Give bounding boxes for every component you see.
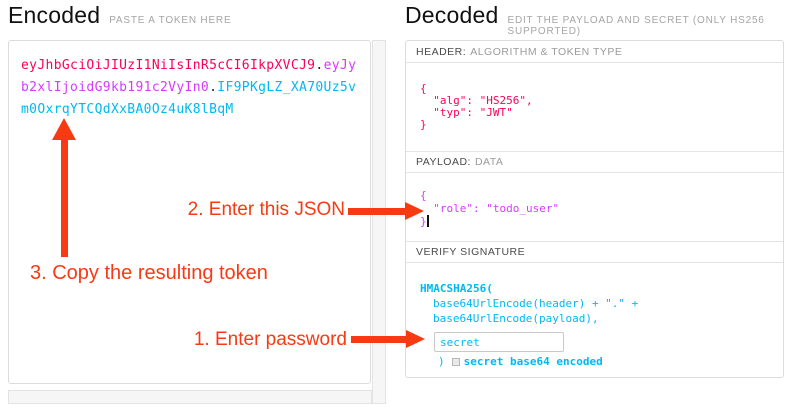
payload-json-editor[interactable]: { "role": "todo_user"} [420,189,560,228]
arrow-to-payload-head-icon [405,202,424,220]
header-section-sublabel: ALGORITHM & TOKEN TYPE [470,45,623,58]
header-section-band: HEADER: ALGORITHM & TOKEN TYPE [406,41,783,63]
annotation-step2: 2. Enter this JSON [187,199,345,220]
payload-section-label: PAYLOAD: [416,156,471,168]
horizontal-scrollbar[interactable] [8,390,372,404]
closing-line: ) secret base64 encoded [420,354,783,369]
decoded-subtitle: EDIT THE PAYLOAD AND SECRET (ONLY HS256 … [507,15,765,37]
encoded-subtitle: PASTE A TOKEN HERE [109,15,232,26]
encode-payload-line: base64UrlEncode(payload), [433,312,599,325]
base64-checkbox-label[interactable]: secret base64 encoded [463,355,603,368]
encode-header-line: base64UrlEncode(header) + "." + [433,297,639,310]
encoded-title-row: Encoded PASTE A TOKEN HERE [8,2,231,29]
encoded-title: Encoded [8,2,101,28]
vertical-scrollbar[interactable] [372,40,386,404]
arrow-to-token [61,140,68,257]
annotation-step1: 1. Enter password [193,329,347,350]
payload-section-sublabel: DATA [474,156,504,168]
encoded-token-editor[interactable]: eyJhbGciOiJIUzI1NiIsInR5cCI6IkpXVCJ9.eyJ… [8,40,371,384]
close-paren: ) [438,355,445,368]
secret-input[interactable] [434,332,564,352]
decoded-title: Decoded [405,2,499,28]
arrow-to-secret-head-icon [406,330,425,348]
base64-checkbox[interactable] [451,357,460,366]
decoded-panel: HEADER: ALGORITHM & TOKEN TYPE { "alg": … [405,40,784,378]
text-cursor [427,215,429,227]
arrow-to-secret [351,336,407,343]
encoded-token-text: eyJhbGciOiJIUzI1NiIsInR5cCI6IkpXVCJ9.eyJ… [21,58,357,117]
header-json-editor[interactable]: { "alg": "HS256", "typ": "JWT"} [420,82,533,131]
annotation-step3: 3. Copy the resulting token [30,262,268,284]
header-section-label: HEADER: [416,45,467,58]
hmac-line: HMACSHA256( [420,282,493,295]
decoded-title-row: Decoded EDIT THE PAYLOAD AND SECRET (ONL… [405,2,793,37]
payload-section-band: PAYLOAD: DATA [406,151,783,173]
verify-signature-editor: HMACSHA256( base64UrlEncode(header) + ".… [406,265,783,379]
verify-signature-band: VERIFY SIGNATURE [406,241,783,263]
arrow-to-token-head-icon [52,118,76,140]
arrow-to-payload [348,208,406,215]
verify-signature-label: VERIFY SIGNATURE [416,246,526,258]
